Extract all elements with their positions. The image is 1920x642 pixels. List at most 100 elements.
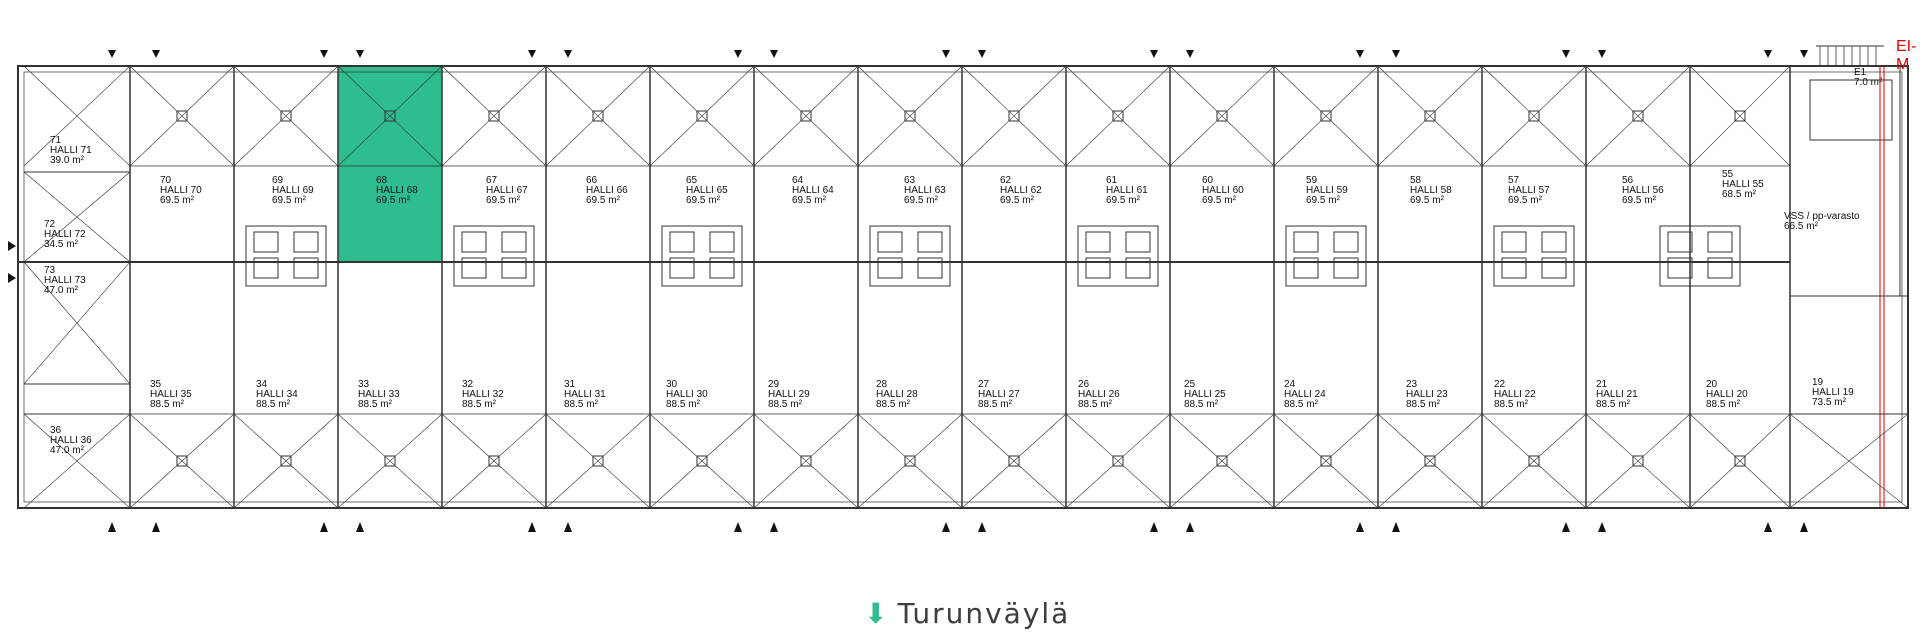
unit-name: HALLI 36 bbox=[50, 435, 92, 446]
drain-symbol bbox=[1424, 110, 1436, 122]
door-arrow-icon bbox=[942, 50, 950, 58]
unit-name: HALLI 30 bbox=[666, 389, 708, 400]
drain-symbol bbox=[1528, 110, 1540, 122]
toilet-symbol bbox=[669, 257, 695, 279]
toilet-block bbox=[245, 225, 327, 287]
unit-area: 88.5 m² bbox=[1596, 399, 1630, 410]
drain-symbol bbox=[904, 455, 916, 467]
cross-line bbox=[337, 65, 443, 167]
unit-number: 72 bbox=[44, 219, 56, 230]
unit-name: HALLI 69 bbox=[272, 185, 314, 196]
drain-symbol bbox=[384, 455, 396, 467]
door-arrow-icon bbox=[1186, 50, 1194, 58]
arrow-down-icon: ⬇ bbox=[864, 597, 890, 630]
drain-symbol bbox=[1216, 455, 1228, 467]
toilet-symbol bbox=[1293, 257, 1319, 279]
unit-name: HALLI 67 bbox=[486, 185, 528, 196]
drain-symbol bbox=[904, 110, 916, 122]
unit-name: HALLI 27 bbox=[978, 389, 1020, 400]
unit-area: 69.5 m² bbox=[486, 195, 520, 206]
unit-name: HALLI 33 bbox=[358, 389, 400, 400]
unit-number: 66 bbox=[586, 175, 598, 186]
toilet-symbol bbox=[1501, 257, 1527, 279]
door-arrow-icon bbox=[1598, 50, 1606, 58]
toilet-symbol bbox=[709, 231, 735, 253]
unit-area: 88.5 m² bbox=[1184, 399, 1218, 410]
unit-area: 69.5 m² bbox=[1106, 195, 1140, 206]
toilet-symbol bbox=[1125, 231, 1151, 253]
door-arrow-icon bbox=[1186, 522, 1194, 532]
toilet-block bbox=[869, 225, 951, 287]
cross-line bbox=[753, 65, 859, 167]
toilet-symbol bbox=[1707, 231, 1733, 253]
street-name: Turunväylä bbox=[897, 597, 1071, 630]
cross-line bbox=[233, 413, 339, 509]
drain-symbol bbox=[800, 455, 812, 467]
cross-line bbox=[857, 413, 963, 509]
unit-name: HALLI 59 bbox=[1306, 185, 1348, 196]
corner-label: EI-M bbox=[1896, 38, 1917, 73]
toilet-block bbox=[1285, 225, 1367, 287]
toilet-symbol bbox=[1541, 231, 1567, 253]
unit-area: 69.5 m² bbox=[1410, 195, 1444, 206]
outer-wall bbox=[17, 65, 1909, 509]
unit-number: 30 bbox=[666, 379, 678, 390]
drain-symbol bbox=[592, 455, 604, 467]
unit-area: 69.5 m² bbox=[1306, 195, 1340, 206]
unit-area: 73.5 m² bbox=[1812, 397, 1846, 408]
cross-line bbox=[441, 413, 547, 509]
drain-symbol bbox=[1424, 455, 1436, 467]
unit-number: 62 bbox=[1000, 175, 1012, 186]
unit-area: 69.5 m² bbox=[1000, 195, 1034, 206]
door-arrow-icon bbox=[1150, 50, 1158, 58]
drain-symbol bbox=[1112, 455, 1124, 467]
unit-name: HALLI 70 bbox=[160, 185, 202, 196]
drain-symbol bbox=[696, 110, 708, 122]
drain-symbol bbox=[176, 455, 188, 467]
unit-name: HALLI 23 bbox=[1406, 389, 1448, 400]
cross-line bbox=[1377, 65, 1483, 167]
door-arrow-icon bbox=[564, 50, 572, 58]
unit-number: 31 bbox=[564, 379, 576, 390]
cross-line bbox=[1481, 413, 1587, 509]
unit-number: 71 bbox=[50, 135, 62, 146]
unit-name: HALLI 58 bbox=[1410, 185, 1452, 196]
door-arrow-icon bbox=[152, 50, 160, 58]
unit-name: HALLI 34 bbox=[256, 389, 298, 400]
toilet-symbol bbox=[709, 257, 735, 279]
toilet-symbol bbox=[1125, 257, 1151, 279]
toilet-symbol bbox=[877, 257, 903, 279]
unit-name: HALLI 31 bbox=[564, 389, 606, 400]
door-arrow-icon bbox=[1356, 50, 1364, 58]
unit-number: 27 bbox=[978, 379, 990, 390]
door-arrow-icon bbox=[1800, 522, 1808, 532]
unit-area: 88.5 m² bbox=[150, 399, 184, 410]
unit-area: 69.5 m² bbox=[686, 195, 720, 206]
drain-symbol bbox=[176, 110, 188, 122]
toilet-symbol bbox=[293, 231, 319, 253]
toilet-symbol bbox=[253, 231, 279, 253]
unit-area: 47.0 m² bbox=[50, 445, 84, 456]
unit-number: 73 bbox=[44, 265, 56, 276]
entry-arrow-icon bbox=[8, 241, 16, 251]
drain-symbol bbox=[696, 455, 708, 467]
unit-area: 88.5 m² bbox=[768, 399, 802, 410]
room-e1 bbox=[1809, 79, 1893, 141]
drain-symbol bbox=[1216, 110, 1228, 122]
door-arrow-icon bbox=[1356, 522, 1364, 532]
unit-area: 88.5 m² bbox=[666, 399, 700, 410]
unit-name: HALLI 19 bbox=[1812, 387, 1854, 398]
